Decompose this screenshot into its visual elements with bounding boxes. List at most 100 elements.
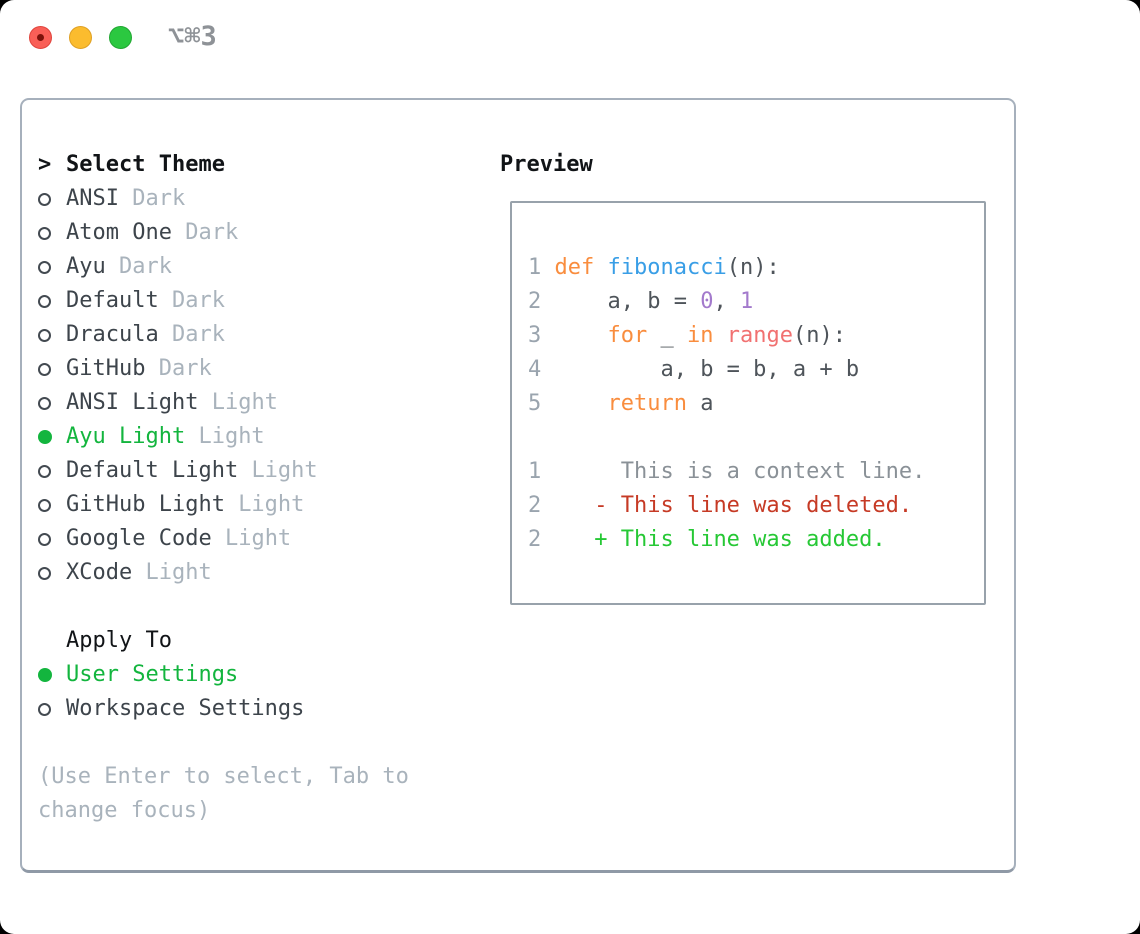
radio-selected-icon — [38, 668, 52, 682]
diff-line: 1 This is a context line. — [528, 455, 984, 489]
apply-to-title: Apply To — [66, 628, 172, 653]
diff-text: + This line was added. — [594, 527, 886, 552]
apply-option[interactable]: Workspace Settings — [38, 692, 490, 726]
hint-text: (Use Enter to select, Tab to change focu… — [38, 764, 409, 823]
theme-item[interactable]: Ayu Dark — [38, 250, 490, 284]
spacer — [38, 726, 490, 760]
code-token — [594, 255, 607, 280]
theme-item-name: Dracula — [66, 322, 172, 347]
close-button[interactable] — [29, 26, 52, 49]
code-token: range — [726, 323, 793, 348]
code-token: a, b = — [554, 289, 701, 314]
radio-icon — [38, 464, 51, 478]
theme-item[interactable]: Atom One Dark — [38, 216, 490, 250]
theme-item-variant: Dark — [171, 322, 225, 347]
theme-item-variant: Dark — [185, 220, 239, 245]
line-number: 2 — [528, 527, 595, 552]
radio-icon — [38, 396, 51, 410]
radio-icon — [38, 702, 51, 716]
code-token — [713, 323, 726, 348]
theme-item-variant: Dark — [132, 186, 186, 211]
code-token: 1 — [739, 289, 754, 314]
titlebar: ⌥⌘3 — [0, 0, 1140, 76]
theme-item-name: Default Light — [66, 458, 252, 483]
window-title: ⌥⌘3 — [168, 21, 217, 52]
spacer — [38, 590, 490, 624]
diff-text: This is a context line. — [594, 459, 926, 484]
theme-item-variant: Light — [251, 458, 318, 483]
theme-item[interactable]: GitHub Light Light — [38, 488, 490, 522]
theme-list-header: > Select Theme — [38, 148, 490, 182]
line-number: 4 — [528, 357, 555, 382]
theme-item[interactable]: GitHub Dark — [38, 352, 490, 386]
code-token: _ — [647, 323, 687, 348]
blank-line — [528, 421, 984, 455]
apply-option[interactable]: User Settings — [38, 658, 490, 692]
theme-item-variant: Dark — [158, 356, 212, 381]
code-token: for — [607, 323, 648, 348]
line-number: 2 — [528, 493, 595, 518]
minimize-button[interactable] — [69, 26, 92, 49]
theme-item-name: GitHub Light — [66, 492, 239, 517]
theme-item[interactable]: Google Code Light — [38, 522, 490, 556]
maximize-button[interactable] — [109, 26, 132, 49]
theme-item-name: XCode — [66, 560, 146, 585]
theme-item-name: Ayu — [66, 254, 119, 279]
radio-icon — [38, 226, 51, 240]
preview-title: Preview — [500, 152, 593, 177]
theme-item-variant: Light — [238, 492, 305, 517]
apply-to-header: Apply To — [38, 624, 490, 658]
theme-item-name: ANSI — [66, 186, 133, 211]
code-token: in — [686, 323, 714, 348]
theme-item-variant: Light — [145, 560, 212, 585]
theme-item-variant: Light — [211, 390, 278, 415]
code-token: a — [686, 391, 714, 416]
line-number: 5 — [528, 391, 555, 416]
code-token: a, b = b, a + b — [554, 357, 860, 382]
theme-item[interactable]: Default Light Light — [38, 454, 490, 488]
code-token — [555, 323, 608, 348]
theme-item-name: Google Code — [66, 526, 225, 551]
theme-item-name: Ayu Light — [66, 424, 199, 449]
theme-list-title: Select Theme — [66, 152, 225, 177]
code-token: fibonacci — [607, 255, 727, 280]
apply-option-label: User Settings — [66, 662, 239, 687]
line-number: 3 — [528, 323, 555, 348]
line-number: 1 — [528, 459, 595, 484]
focus-chevron-icon: > — [38, 152, 52, 177]
code-token: (n): — [726, 255, 780, 280]
theme-item[interactable]: ANSI Dark — [38, 182, 490, 216]
line-number: 2 — [528, 289, 555, 314]
code-line: 3 for _ in range(n): — [528, 319, 984, 353]
code-line: 4 a, b = b, a + b — [528, 353, 984, 387]
radio-icon — [38, 532, 51, 546]
theme-item-variant: Light — [224, 526, 292, 551]
radio-icon — [38, 362, 51, 376]
radio-icon — [38, 498, 51, 512]
theme-item[interactable]: XCode Light — [38, 556, 490, 590]
theme-item-name: Atom One — [66, 220, 186, 245]
theme-item-name: ANSI Light — [66, 390, 212, 415]
theme-item[interactable]: Default Dark — [38, 284, 490, 318]
theme-item-name: GitHub — [66, 356, 159, 381]
theme-item[interactable]: Dracula Dark — [38, 318, 490, 352]
theme-item-name: Default — [66, 288, 172, 313]
code-line: 2 a, b = 0, 1 — [528, 285, 984, 319]
code-token: def — [554, 255, 595, 280]
radio-selected-icon — [38, 430, 52, 444]
radio-icon — [38, 328, 51, 342]
radio-icon — [38, 192, 51, 206]
radio-icon — [38, 566, 51, 580]
code-token: return — [607, 391, 687, 416]
theme-item-variant: Dark — [118, 254, 172, 279]
theme-item[interactable]: ANSI Light Light — [38, 386, 490, 420]
theme-item-variant: Light — [198, 424, 265, 449]
line-number: 1 — [528, 255, 555, 280]
theme-item[interactable]: Ayu Light Light — [38, 420, 490, 454]
diff-text: - This line was deleted. — [594, 493, 913, 518]
